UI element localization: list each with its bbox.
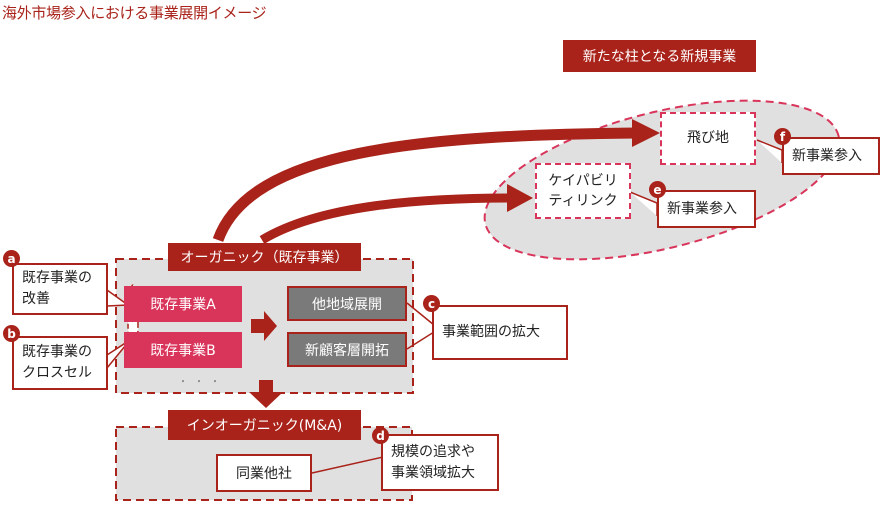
badge-b: b (3, 325, 20, 342)
other-region-expansion: 他地域展開 (287, 286, 407, 321)
callout-b-line1: 既存事業の (22, 344, 92, 360)
tobichi-box: 飛び地 (660, 112, 756, 165)
arrow-head-tobichi (632, 119, 660, 147)
existing-business-a: 既存事業A (124, 286, 242, 322)
badge-a: a (3, 250, 20, 267)
inorganic-label: インオーガニック(M&A) (168, 410, 361, 440)
capability-link-box: ケイパビリ ティリンク (535, 163, 631, 219)
callout-d-line1: 規模の追求や (391, 443, 475, 460)
callout-d-line2: 事業領域拡大 (391, 464, 475, 481)
callout-f: 新事業参入 (782, 137, 880, 175)
new-customer-development: 新顧客層開拓 (287, 332, 407, 367)
new-business-ellipse (483, 99, 841, 261)
callout-d: 規模の追求や 事業領域拡大 (381, 434, 499, 491)
callout-a-line2: 改善 (22, 291, 50, 307)
peer-company-box: 同業他社 (216, 454, 312, 492)
page-title: 海外市場参入における事業展開イメージ (2, 4, 267, 22)
badge-f: f (774, 128, 791, 145)
callout-e: 新事業参入 (657, 190, 756, 228)
right-arrow (251, 311, 277, 341)
arrow-head-capability (507, 184, 533, 212)
badge-e: e (649, 181, 666, 198)
callout-d-pointer (311, 456, 384, 474)
callout-b: 既存事業の クロスセル (12, 336, 108, 390)
badge-d: d (372, 427, 389, 444)
capability-line2: ティリンク (548, 193, 618, 209)
arrow-to-tobichi (212, 127, 641, 242)
callout-c: 事業範囲の拡大 (432, 305, 568, 360)
organic-label: オーガニック（既存事業） (168, 243, 361, 271)
capability-line1: ケイパビリ (548, 172, 618, 189)
down-arrow (249, 380, 283, 408)
callout-a: 既存事業の 改善 (12, 263, 108, 315)
new-business-label: 新たな柱となる新規事業 (563, 40, 756, 72)
ellipsis: ・・・ (178, 377, 226, 388)
badge-c: c (423, 295, 440, 312)
callout-a-line1: 既存事業の (22, 270, 92, 286)
existing-business-b: 既存事業B (124, 332, 242, 368)
callout-b-line2: クロスセル (22, 365, 92, 381)
arrow-to-capability (259, 193, 516, 244)
